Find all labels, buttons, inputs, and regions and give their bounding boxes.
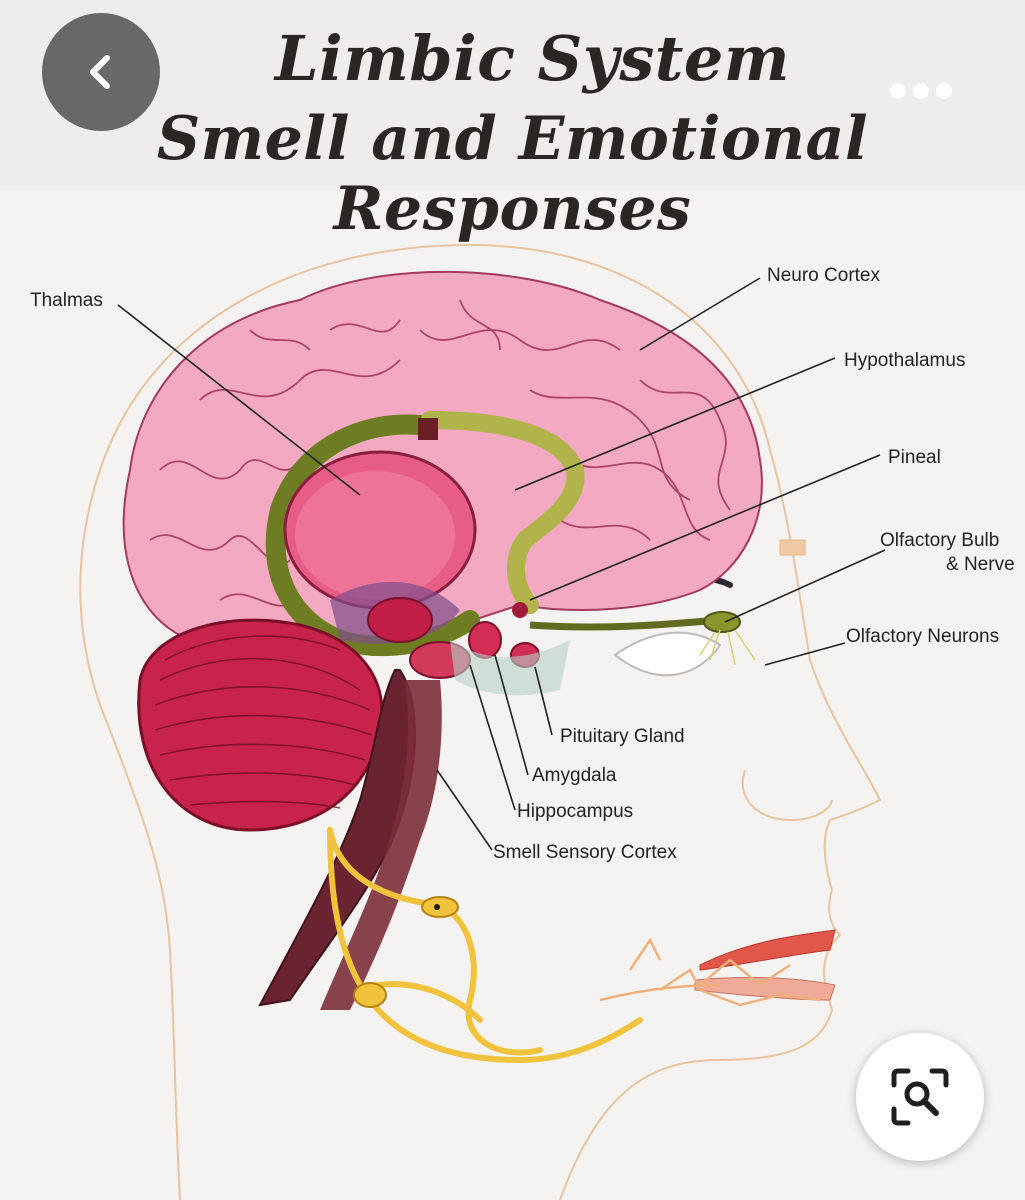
- label-pineal: Pineal: [888, 447, 941, 468]
- label-amygdala: Amygdala: [532, 765, 617, 786]
- more-options-button[interactable]: [875, 66, 965, 116]
- chevron-left-icon: [90, 55, 110, 89]
- label-neuro-cortex: Neuro Cortex: [767, 265, 880, 286]
- label-olfactory-bulb-line2: & Nerve: [946, 554, 1015, 575]
- visual-search-icon: [891, 1068, 949, 1126]
- label-hippocampus: Hippocampus: [517, 801, 634, 822]
- back-button[interactable]: [42, 13, 160, 131]
- label-olfactory-neurons: Olfactory Neurons: [846, 626, 1000, 647]
- visual-search-button[interactable]: [856, 1033, 984, 1161]
- label-olfactory-bulb-line1: Olfactory Bulb: [880, 530, 1000, 551]
- diagram-title-line2: Smell and Emotional Responses: [156, 104, 869, 244]
- label-hypothalamus: Hypothalamus: [844, 350, 966, 371]
- label-thalmas: Thalmas: [30, 290, 103, 311]
- more-horizontal-icon: [890, 83, 952, 99]
- label-pituitary-gland: Pituitary Gland: [560, 726, 685, 747]
- label-smell-sensory-cortex: Smell Sensory Cortex: [493, 842, 677, 863]
- diagram-title-line1: Limbic System: [275, 22, 790, 95]
